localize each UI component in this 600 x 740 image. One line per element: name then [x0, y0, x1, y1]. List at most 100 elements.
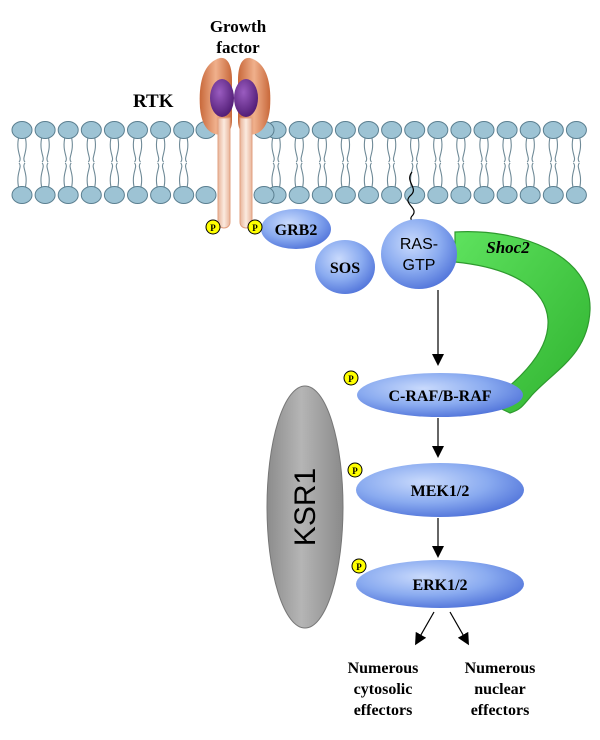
- svg-text:Numerous: Numerous: [465, 660, 536, 677]
- lipid-head: [173, 186, 195, 204]
- lipid-head: [57, 186, 79, 204]
- phospho-badge-erk: P: [351, 558, 367, 574]
- lipid-head: [334, 186, 356, 204]
- lipid-head: [34, 121, 56, 139]
- shoc2-label: Shoc2: [486, 238, 530, 257]
- craf-braf-protein: C-RAF/B-RAF: [357, 373, 523, 417]
- lipid-head: [103, 186, 125, 204]
- lipid-head: [473, 186, 495, 204]
- growth-factor-label-line2: factor: [216, 38, 260, 57]
- lipid-head: [103, 121, 125, 139]
- svg-text:P: P: [352, 466, 358, 476]
- lipid-head: [358, 121, 379, 139]
- lipid-head: [519, 121, 541, 139]
- lipid-head: [150, 186, 172, 204]
- nuclear-effectors-label: Numerous nuclear effectors: [465, 660, 536, 719]
- rtk-label: RTK: [133, 91, 174, 112]
- lipid-head: [542, 121, 564, 139]
- svg-text:cytosolic: cytosolic: [354, 681, 413, 698]
- lipid-head: [427, 121, 449, 139]
- mek-label: MEK1/2: [411, 483, 470, 500]
- lipid-head: [358, 186, 379, 204]
- lipid-tails: [433, 135, 443, 190]
- ras-gtp-label-line2: GTP: [403, 257, 436, 274]
- shoc2-scaffold: Shoc2: [454, 231, 591, 414]
- lipid-head: [173, 121, 195, 139]
- lipid-head: [34, 186, 56, 204]
- lipid-tails: [479, 135, 489, 190]
- lipid-tails: [340, 135, 351, 190]
- lipid-tails: [155, 135, 166, 190]
- erk-label: ERK1/2: [412, 577, 467, 594]
- lipid-tails: [17, 135, 27, 190]
- phospho-badge-mek: P: [347, 462, 363, 478]
- lipid-head: [496, 186, 518, 204]
- svg-text:P: P: [348, 374, 354, 384]
- svg-text:P: P: [210, 223, 216, 233]
- cell-membrane: [11, 121, 587, 204]
- lipid-tails: [317, 135, 327, 190]
- lipid-head: [565, 186, 587, 204]
- lipid-tails: [179, 135, 189, 190]
- lipid-head: [288, 121, 310, 139]
- svg-text:effectors: effectors: [471, 702, 530, 719]
- sos-label: SOS: [330, 260, 360, 277]
- ras-gtp-protein: RAS- GTP: [381, 219, 457, 289]
- lipid-tails: [86, 135, 96, 190]
- lipid-tails: [109, 135, 120, 190]
- lipid-tails: [456, 135, 466, 190]
- lipid-head: [150, 121, 172, 139]
- ksr1-label: KSR1: [289, 468, 322, 546]
- lipid-head: [565, 121, 587, 139]
- lipid-tails: [294, 135, 304, 190]
- lipid-head: [11, 186, 33, 204]
- ras-gtp-label-line1: RAS-: [400, 236, 438, 253]
- svg-text:P: P: [356, 562, 362, 572]
- lipid-head: [311, 186, 333, 204]
- lipid-tails: [386, 135, 397, 190]
- growth-factor-ligand: [210, 79, 258, 117]
- lipid-head: [404, 186, 426, 204]
- svg-text:nuclear: nuclear: [474, 681, 526, 698]
- craf-braf-label: C-RAF/B-RAF: [388, 388, 491, 405]
- lipid-head: [381, 186, 403, 204]
- ksr1-scaffold: KSR1: [266, 385, 344, 629]
- lipid-head: [473, 121, 495, 139]
- lipid-tails: [548, 135, 558, 190]
- lipid-head: [127, 186, 148, 204]
- lipid-head: [496, 121, 518, 139]
- lipid-head: [127, 121, 148, 139]
- lipid-tails: [40, 135, 50, 190]
- grb2-label: GRB2: [275, 222, 318, 239]
- lipid-tails: [525, 135, 535, 190]
- lipid-head: [80, 121, 102, 139]
- svg-text:P: P: [252, 223, 258, 233]
- arrow-erk-to-nuclear: [449, 611, 469, 646]
- svg-text:Numerous: Numerous: [348, 660, 419, 677]
- lipid-head: [450, 186, 472, 204]
- lipid-tails: [502, 135, 512, 190]
- lipid-head: [57, 121, 79, 139]
- mek-protein: MEK1/2: [356, 463, 524, 517]
- lipid-head: [334, 121, 356, 139]
- lipid-head: [450, 121, 472, 139]
- lipid-head: [311, 121, 333, 139]
- lipid-tails: [410, 135, 420, 190]
- lipid-head: [542, 186, 564, 204]
- growth-factor-label-line1: Growth: [210, 17, 267, 36]
- grb2-protein: GRB2: [261, 209, 331, 249]
- lipid-head: [80, 186, 102, 204]
- lipid-tails: [271, 135, 281, 190]
- lipid-head: [253, 186, 275, 204]
- phospho-badge-rtk-left: P: [205, 219, 221, 235]
- lipid-tails: [132, 135, 143, 190]
- lipid-head: [427, 186, 449, 204]
- lipid-head: [195, 186, 217, 204]
- svg-text:effectors: effectors: [354, 702, 413, 719]
- arrow-erk-to-cytosolic: [415, 611, 435, 646]
- lipid-head: [519, 186, 541, 204]
- phospho-badge-raf: P: [343, 370, 359, 386]
- lipid-tails: [63, 135, 73, 190]
